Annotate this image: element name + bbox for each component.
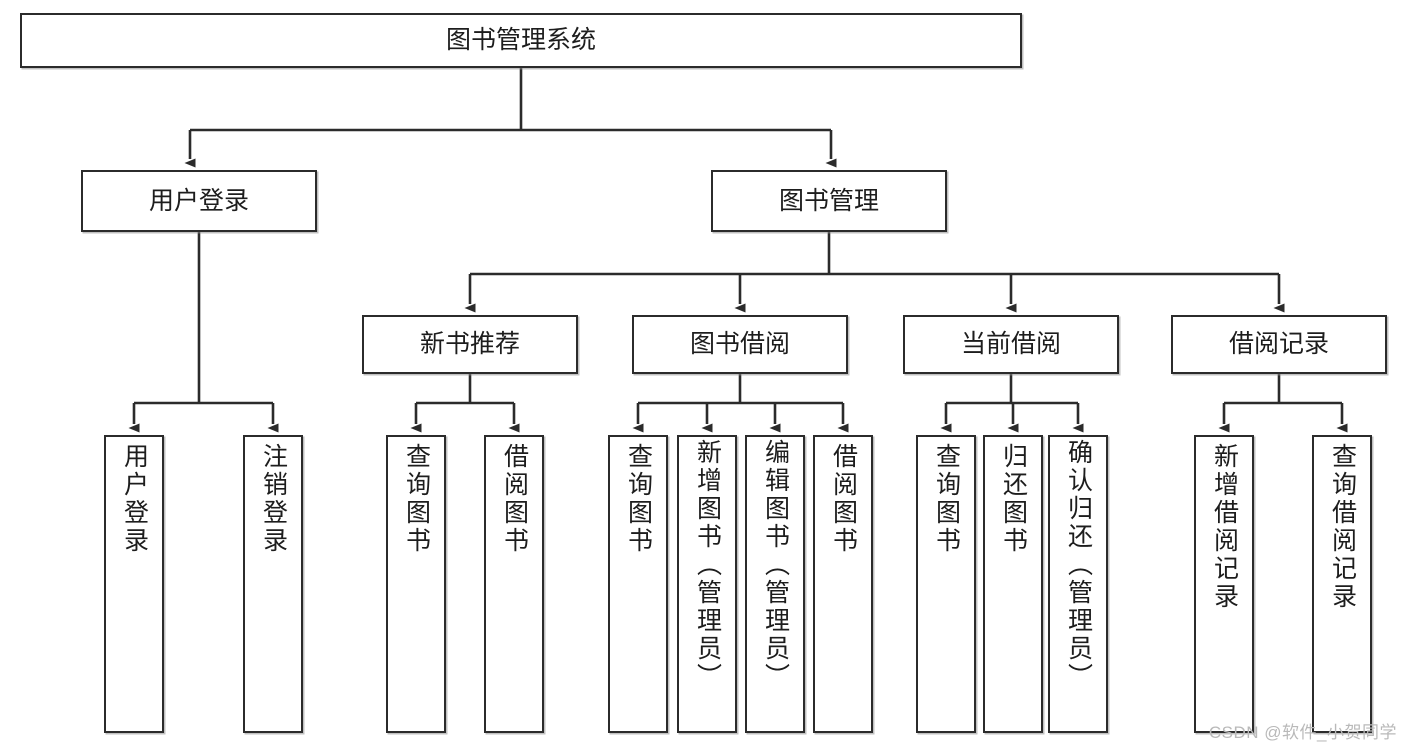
node-current-borrow[interactable]: 当前借阅	[903, 315, 1119, 374]
node-label: 用户登录	[148, 186, 249, 215]
leaf-query-book-1[interactable]: 查询图书	[386, 435, 446, 733]
node-label: 图书管理	[778, 186, 879, 215]
node-label: 编辑图书（管理员）	[761, 439, 790, 691]
leaf-confirm-return[interactable]: 确认归还（管理员）	[1048, 435, 1108, 733]
node-label: 新书推荐	[419, 330, 520, 358]
node-label: 借阅记录	[1228, 330, 1329, 358]
node-label: 查询图书	[932, 443, 961, 555]
leaf-return-book[interactable]: 归还图书	[983, 435, 1043, 733]
node-label: 新增图书（管理员）	[693, 439, 722, 691]
node-label: 当前借阅	[960, 330, 1061, 358]
leaf-borrow-book-2[interactable]: 借阅图书	[813, 435, 873, 733]
leaf-user-logout[interactable]: 注销登录	[243, 435, 303, 733]
node-book-manage[interactable]: 图书管理	[711, 170, 947, 232]
csdn-watermark: CSDN @软件_小贺同学	[1208, 723, 1397, 742]
leaf-query-book-3[interactable]: 查询图书	[916, 435, 976, 733]
node-label: 查询借阅记录	[1328, 443, 1357, 611]
node-label: 图书借阅	[689, 330, 790, 358]
node-label: 借阅图书	[829, 443, 858, 555]
node-label: 借阅图书	[500, 443, 529, 555]
leaf-borrow-book-1[interactable]: 借阅图书	[484, 435, 544, 733]
node-user-login[interactable]: 用户登录	[81, 170, 317, 232]
leaf-query-book-2[interactable]: 查询图书	[608, 435, 668, 733]
node-borrow-record[interactable]: 借阅记录	[1171, 315, 1387, 374]
leaf-add-book[interactable]: 新增图书（管理员）	[677, 435, 737, 733]
node-label: 用户登录	[120, 443, 149, 555]
node-label: 新增借阅记录	[1210, 443, 1239, 611]
node-label: 查询图书	[402, 443, 431, 555]
node-label: 图书管理系统	[445, 26, 596, 54]
node-label: 查询图书	[624, 443, 653, 555]
node-label: 注销登录	[259, 443, 288, 555]
leaf-user-login[interactable]: 用户登录	[104, 435, 164, 733]
leaf-add-record[interactable]: 新增借阅记录	[1194, 435, 1254, 733]
node-new-book-rec[interactable]: 新书推荐	[362, 315, 578, 374]
leaf-query-record[interactable]: 查询借阅记录	[1312, 435, 1372, 733]
node-label: 确认归还（管理员）	[1064, 439, 1093, 691]
node-root[interactable]: 图书管理系统	[20, 13, 1022, 68]
node-label: 归还图书	[999, 443, 1028, 555]
leaf-edit-book[interactable]: 编辑图书（管理员）	[745, 435, 805, 733]
node-book-borrow[interactable]: 图书借阅	[632, 315, 848, 374]
